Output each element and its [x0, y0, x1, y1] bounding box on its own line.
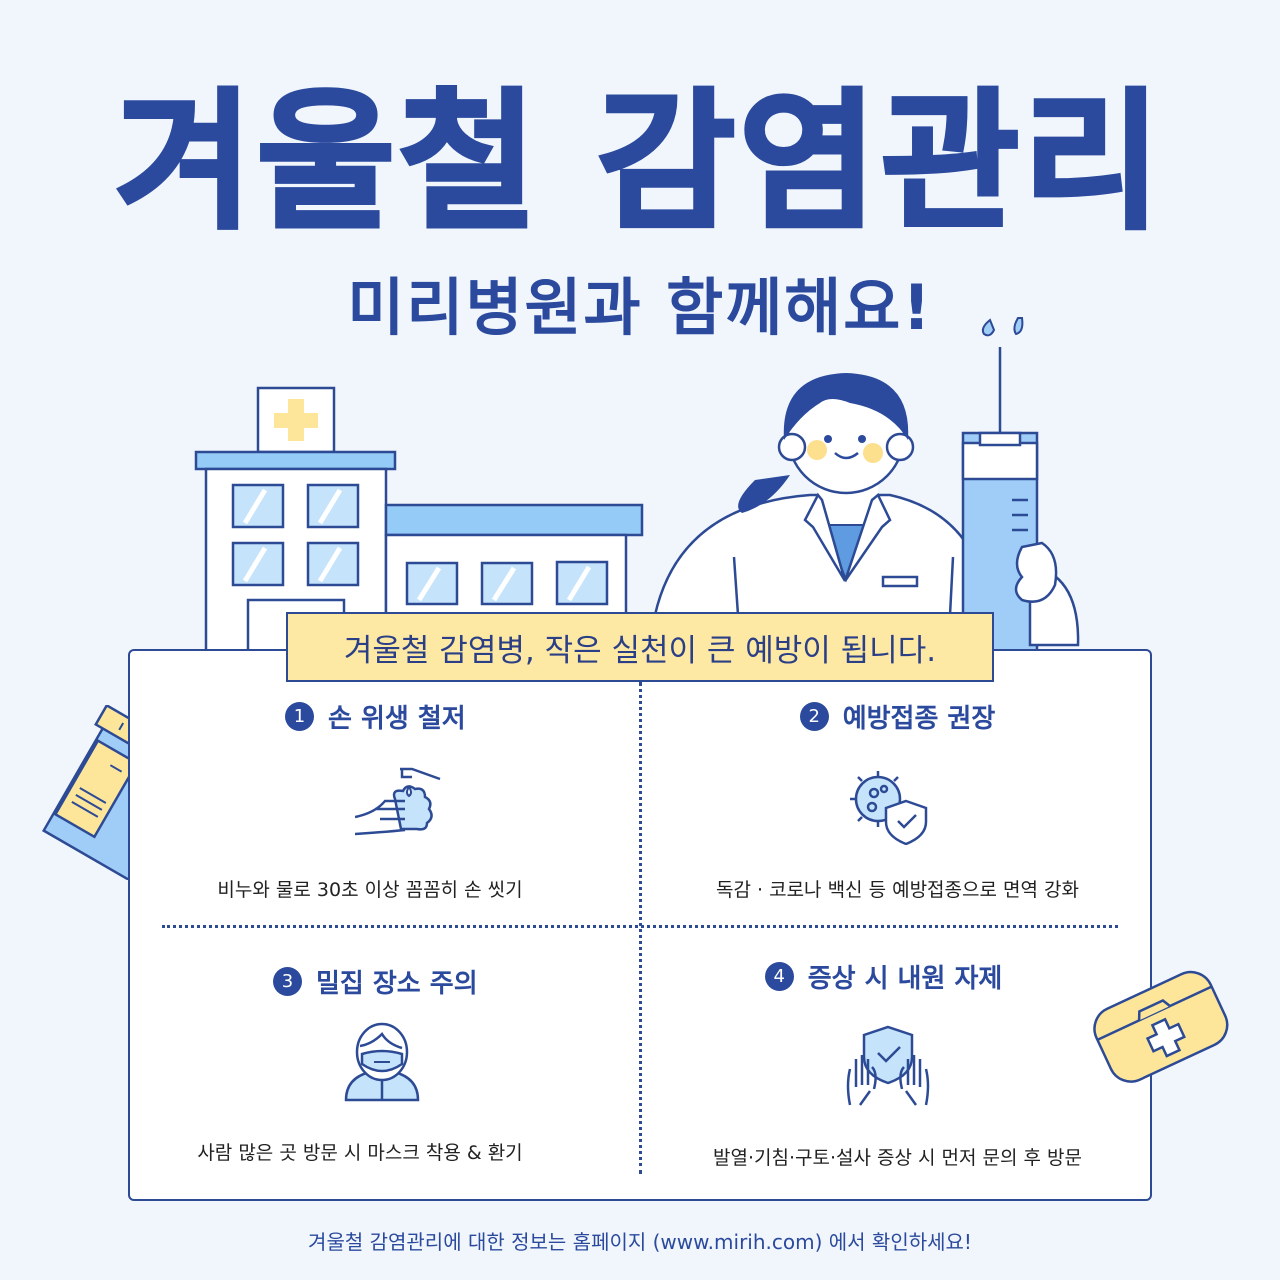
handwashing-icon: [165, 759, 635, 839]
tip-title-text: 손 위생 철저: [328, 704, 466, 734]
slogan-banner: 겨울철 감염병, 작은 실천이 큰 예방이 됩니다.: [286, 612, 994, 682]
page-subtitle: 미리병원과 함께해요!: [347, 271, 933, 344]
tip-description-4: 발열·기침·구토·설사 증상 시 먼저 문의 후 방문: [713, 1147, 1082, 1169]
footer-text: 겨울철 감염관리에 대한 정보는 홈페이지 (www.mirih.com) 에서…: [308, 1230, 972, 1254]
page-title: 겨울철 감염관리: [113, 76, 1166, 250]
hands-shield-icon: [645, 1025, 1150, 1107]
tip-title-text: 밀집 장소 주의: [316, 969, 478, 999]
tip-item-4: 4 증상 시 내원 자제 발열·기침·구토·설사 증상 시 먼저 문의 후 방문: [645, 958, 1150, 1170]
tip-title-1: 1 손 위생 철저: [165, 698, 635, 735]
tip-title-4: 4 증상 시 내원 자제: [645, 958, 1150, 995]
tip-title-text: 증상 시 내원 자제: [807, 964, 1003, 994]
number-badge: 4: [764, 962, 794, 991]
number-badge: 1: [285, 702, 314, 731]
first-aid-kit-illustration: [1085, 960, 1235, 1090]
vertical-divider: [639, 682, 642, 1174]
tip-description-1: 비누와 물로 30초 이상 꼼꼼히 손 씻기: [217, 879, 523, 901]
tip-description-3: 사람 많은 곳 방문 시 마스크 착용 & 환기: [197, 1142, 523, 1164]
first-aid-kit-icon: [1093, 970, 1229, 1083]
tip-title-text: 예방접종 권장: [842, 704, 996, 734]
number-badge: 2: [799, 702, 829, 731]
tip-title-3: 3 밀집 장소 주의: [165, 963, 635, 1000]
tip-item-1: 1 손 위생 철저 비누와 물로 30초 이상 꼼꼼히 손 씻기: [165, 698, 635, 902]
tip-item-2: 2 예방접종 권장 독감 · 코로나 백신 등 예방접종으로 면역 강화: [645, 698, 1150, 902]
horizontal-divider: [162, 925, 1118, 928]
doctor-illustration: [650, 315, 1090, 660]
virus-shield-icon: [645, 765, 1150, 845]
tip-item-3: 3 밀집 장소 주의 사람 많은 곳 방문 시 마스크 착용 & 환기: [165, 963, 635, 1165]
masked-person-icon: [165, 1022, 635, 1102]
number-badge: 3: [273, 967, 302, 996]
tip-description-2: 독감 · 코로나 백신 등 예방접종으로 면역 강화: [716, 879, 1079, 901]
doctor-with-syringe-icon: [653, 317, 1080, 660]
tip-title-2: 2 예방접종 권장: [645, 698, 1150, 735]
